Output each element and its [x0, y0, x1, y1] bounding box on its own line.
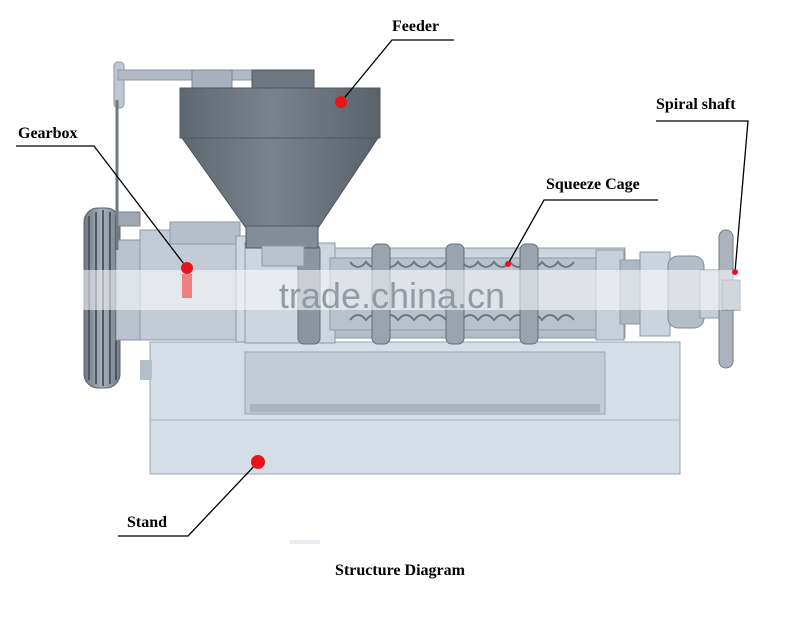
squeeze-cage-marker	[505, 261, 511, 267]
leader-lines	[16, 39, 749, 537]
gearbox-leader	[16, 145, 188, 269]
gearbox-marker-trail	[182, 274, 192, 298]
markers	[181, 96, 738, 469]
stand-label: Stand	[127, 514, 168, 531]
squeeze-cage-leader	[507, 199, 658, 265]
gearbox-part	[139, 221, 267, 343]
stand-marker	[251, 455, 265, 469]
feeder-leader	[340, 39, 454, 103]
lever-part	[113, 61, 259, 250]
stand-part	[140, 341, 681, 544]
watermark-text: trade.china.cn	[279, 275, 505, 316]
gearbox-marker	[181, 262, 193, 274]
spiral-shaft-leader	[656, 120, 749, 273]
feeder-label: Feeder	[392, 18, 440, 35]
spiral-shaft-marker	[732, 269, 738, 275]
watermark: trade.china.cn	[70, 270, 760, 316]
spiral-shaft-label: Spiral shaft	[656, 96, 736, 113]
hopper-part	[179, 69, 381, 267]
stand-leader	[118, 461, 259, 537]
squeeze-cage-label: Squeeze Cage	[546, 176, 640, 193]
gearbox-label: Gearbox	[18, 125, 78, 142]
diagram-caption: Structure Diagram	[335, 562, 465, 579]
feeder-marker	[335, 96, 347, 108]
